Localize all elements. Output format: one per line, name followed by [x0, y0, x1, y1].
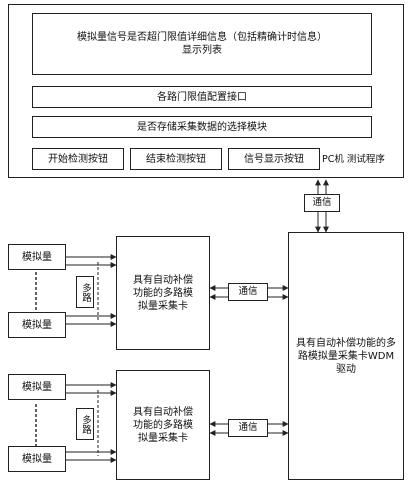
start-detect-button[interactable]: 开始检测按钮: [32, 148, 124, 170]
pc-test-program-caption-text: PC机 测试程序: [322, 154, 385, 165]
g2-multiplex-label: 多路: [76, 408, 94, 440]
g2-acquisition-card-label: 具有自动补偿功能的多路模拟量采集卡: [133, 406, 193, 444]
g2-analog-input-1-label: 模拟量: [22, 381, 52, 393]
signal-display-label: 信号显示按钮: [244, 153, 304, 165]
wdm-driver-box: 具有自动补偿功能的多路模拟量采集卡WDM驱动: [288, 232, 404, 480]
comm-top-label: 通信: [304, 194, 340, 212]
g2-multiplex-text: 多路: [80, 414, 91, 434]
g1-multiplex-text: 多路: [80, 282, 91, 302]
g1-analog-input-2-label: 模拟量: [22, 319, 52, 331]
g1-comm-text: 通信: [238, 286, 258, 297]
signal-display-button[interactable]: 信号显示按钮: [228, 148, 320, 170]
threshold-detail-list: 模拟量信号是否超门限值详细信息（包括精确计时信息）显示列表: [32, 13, 372, 75]
wdm-driver-label: 具有自动补偿功能的多路模拟量采集卡WDM驱动: [296, 337, 396, 375]
stop-detect-label: 结束检测按钮: [146, 153, 206, 165]
g1-acquisition-card: 具有自动补偿功能的多路模拟量采集卡: [116, 236, 210, 350]
g1-acquisition-card-label: 具有自动补偿功能的多路模拟量采集卡: [133, 274, 193, 312]
g2-analog-input-2: 模拟量: [8, 446, 66, 472]
g2-comm-label: 通信: [228, 419, 268, 437]
g2-acquisition-card: 具有自动补偿功能的多路模拟量采集卡: [116, 370, 210, 480]
g2-analog-input-2-label: 模拟量: [22, 453, 52, 465]
pc-test-program-caption: PC机 测试程序: [322, 153, 412, 167]
threshold-detail-list-label: 模拟量信号是否超门限值详细信息（包括精确计时信息）显示列表: [77, 32, 327, 56]
threshold-config-label: 各路门限值配置接口: [157, 91, 247, 103]
g1-multiplex-label: 多路: [76, 276, 94, 308]
start-detect-label: 开始检测按钮: [48, 153, 108, 165]
g1-comm-label: 通信: [228, 283, 268, 301]
g2-analog-input-1: 模拟量: [8, 374, 66, 400]
g1-analog-input-1-label: 模拟量: [22, 251, 52, 263]
storage-select-label: 是否存储采集数据的选择模块: [137, 121, 267, 133]
storage-select-module: 是否存储采集数据的选择模块: [32, 116, 372, 138]
threshold-config-interface: 各路门限值配置接口: [32, 86, 372, 108]
g2-comm-text: 通信: [238, 422, 258, 433]
g1-analog-input-1: 模拟量: [8, 244, 66, 270]
comm-top-text: 通信: [312, 197, 332, 208]
stop-detect-button[interactable]: 结束检测按钮: [130, 148, 222, 170]
g1-analog-input-2: 模拟量: [8, 312, 66, 338]
